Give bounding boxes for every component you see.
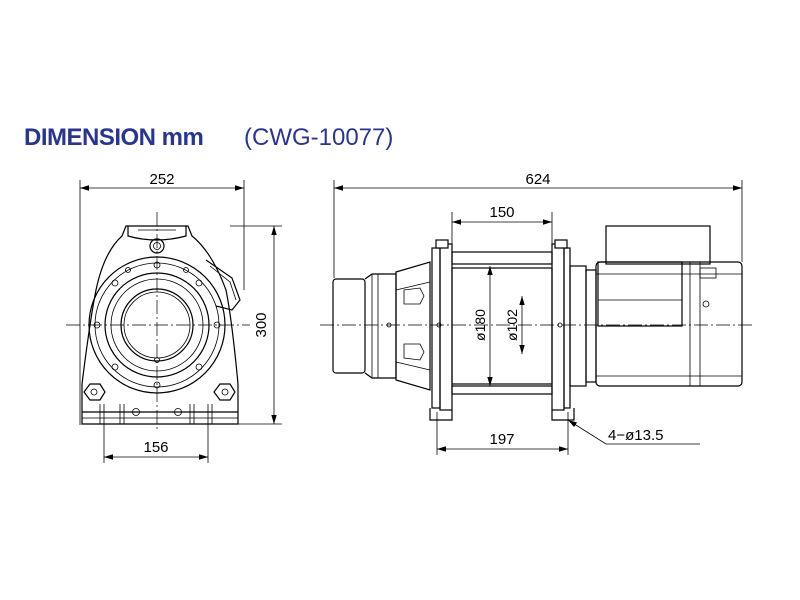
dim-side-length: 624 bbox=[525, 171, 550, 188]
dim-drum-span: 150 bbox=[489, 204, 514, 221]
dim-foot-span: 197 bbox=[489, 431, 514, 448]
model-label: (CWG-10077) bbox=[244, 124, 394, 151]
page-title: DIMENSION mm bbox=[24, 124, 204, 151]
dim-front-base: 156 bbox=[143, 439, 168, 456]
dim-front-width: 252 bbox=[149, 171, 174, 188]
front-view: 252 300 156 bbox=[66, 171, 282, 463]
side-view: 624 150 197 ø180 bbox=[320, 171, 752, 455]
mount-hole-callout: 4−ø13.5 bbox=[608, 427, 663, 444]
dim-front-height: 300 bbox=[253, 312, 270, 337]
dim-drum-inner: ø102 bbox=[504, 309, 520, 341]
